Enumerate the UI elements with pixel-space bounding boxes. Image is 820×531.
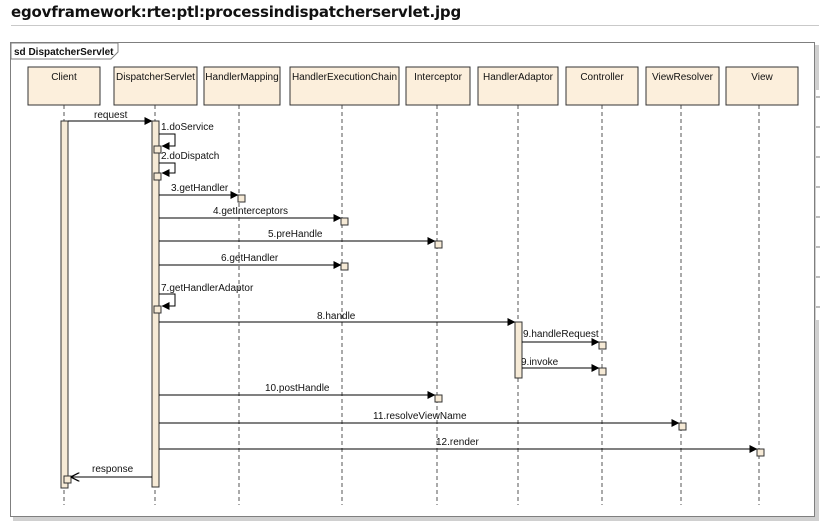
message-9-label: 8.handle (317, 311, 356, 322)
message-1-label: request (94, 110, 128, 121)
message-8-label: 7.getHandlerAdaptor (161, 283, 254, 294)
lifeline-box-dispatcherservlet (113, 66, 198, 106)
message-3-label: 2.doDispatch (161, 151, 219, 162)
lifeline-label-interceptor: Interceptor (414, 72, 462, 83)
message-5-label: 4.getInterceptors (213, 206, 288, 217)
message-7-label: 6.getHandler (221, 253, 279, 264)
controller-execution-1 (598, 341, 607, 350)
message-2-label: 1.doService (161, 122, 214, 133)
message-3-self-arrow (159, 162, 176, 177)
gethandleradaptor-execution (153, 305, 162, 314)
interceptor-execution-1 (434, 240, 443, 249)
lifeline-box-handleradaptor (477, 66, 559, 106)
client-activation (60, 120, 69, 489)
message-13-label: 11.resolveViewName (373, 411, 467, 422)
viewresolver-execution (678, 422, 687, 431)
handleradaptor-activation (514, 321, 523, 379)
doservice-execution (153, 145, 162, 154)
lifeline-label-client: Client (51, 72, 77, 83)
client-response-execution (63, 475, 72, 484)
lifeline-label-handlerexecutionchain: HandlerExecutionChain (292, 72, 397, 83)
message-8-self-arrow (159, 293, 176, 310)
lifeline-box-handlerexecutionchain (289, 66, 400, 106)
lifeline-label-view: View (751, 72, 773, 83)
message-14-label: 12.render (436, 437, 479, 448)
lifeline-label-controller: Controller (580, 72, 624, 83)
frame-label: sd DispatcherServlet (14, 47, 114, 58)
handlerexecutionchain-execution-1 (340, 217, 349, 226)
title-divider (11, 25, 819, 26)
lifeline-box-handlermapping (203, 66, 281, 106)
frame-label-tab (10, 42, 119, 60)
message-12-label: 10.postHandle (265, 383, 330, 394)
controller-execution-2 (598, 367, 607, 376)
lifeline-label-handlermapping: HandlerMapping (205, 72, 278, 83)
dodispatch-execution (153, 172, 162, 181)
lifeline-box-interceptor (405, 66, 471, 106)
lifeline-label-viewresolver: ViewResolver (652, 72, 714, 83)
lifeline-label-handleradaptor: HandlerAdaptor (483, 72, 554, 83)
dispatcherservlet-activation (151, 120, 160, 488)
message-11-label: 9.invoke (521, 357, 559, 368)
message-6-label: 5.preHandle (268, 229, 323, 240)
lifeline-box-client (27, 66, 101, 106)
message-4-label: 3.getHandler (171, 183, 229, 194)
lifeline-label-dispatcherservlet: DispatcherServlet (116, 72, 195, 83)
handlermapping-execution (237, 194, 246, 203)
page-title: egovframework:rte:ptl:processindispatche… (11, 3, 462, 21)
side-scroll-marks (816, 90, 820, 320)
interceptor-execution-2 (434, 394, 443, 403)
message-10-label: 9.handleRequest (523, 329, 599, 340)
lifeline-box-controller (565, 66, 639, 106)
message-2-self-arrow (159, 133, 176, 150)
lifeline-box-viewresolver (645, 66, 720, 106)
view-execution (756, 448, 765, 457)
lifeline-box-view (725, 66, 799, 106)
handlerexecutionchain-execution-2 (340, 262, 349, 271)
message-15-label: response (92, 464, 134, 475)
